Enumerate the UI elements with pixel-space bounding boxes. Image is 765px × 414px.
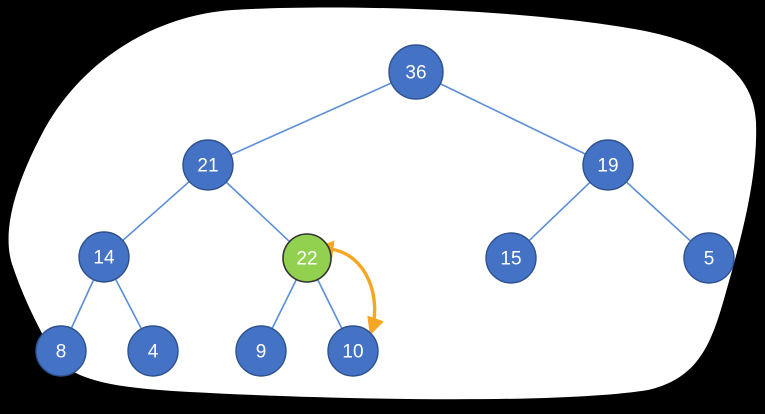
tree-edge-14-4 (114, 278, 143, 330)
tree-edge-14-8 (70, 279, 95, 329)
tree-node-9[interactable]: 9 (235, 325, 287, 377)
canvas-blob (8, 7, 757, 400)
node-label-5: 5 (704, 249, 715, 270)
tree-node-19[interactable]: 19 (582, 139, 634, 191)
node-circle-15[interactable] (485, 232, 537, 284)
tree-edge-36-21 (230, 82, 392, 156)
tree-node-15[interactable]: 15 (485, 232, 537, 284)
tree-node-36[interactable]: 36 (388, 44, 444, 100)
node-label-15: 15 (500, 249, 521, 270)
tree-node-5[interactable]: 5 (683, 232, 735, 284)
node-label-14: 14 (93, 248, 115, 269)
node-label-4: 4 (148, 342, 159, 363)
node-circle-14[interactable] (78, 231, 130, 283)
node-label-21: 21 (197, 156, 218, 177)
tree-edge-22-9 (271, 279, 298, 329)
tree-nodes: 36 21 19 14 22 15 5 8 4 9 10 (35, 44, 735, 377)
node-label-22: 22 (296, 249, 317, 270)
node-circle-36[interactable] (388, 44, 444, 100)
tree-node-21[interactable]: 21 (182, 139, 234, 191)
tree-node-4[interactable]: 4 (127, 325, 179, 377)
tree-edge-36-19 (439, 83, 586, 155)
node-circle-19[interactable] (582, 139, 634, 191)
node-circle-8[interactable] (35, 325, 87, 377)
swap-arrow-path (315, 240, 384, 336)
tree-edge-21-14 (122, 180, 190, 242)
node-label-36: 36 (405, 63, 426, 84)
tree-edge-19-5 (625, 181, 692, 242)
node-label-8: 8 (56, 342, 67, 363)
tree-node-22[interactable]: 22 (282, 233, 332, 283)
node-circle-5[interactable] (683, 232, 735, 284)
node-label-9: 9 (256, 342, 267, 363)
node-circle-22[interactable] (282, 233, 332, 283)
tree-edge-21-22 (225, 181, 291, 243)
tree-node-8[interactable]: 8 (35, 325, 87, 377)
tree-node-14[interactable]: 14 (78, 231, 130, 283)
node-label-19: 19 (597, 156, 618, 177)
node-circle-9[interactable] (235, 325, 287, 377)
node-label-10: 10 (342, 342, 363, 363)
node-circle-10[interactable] (327, 325, 379, 377)
swap-arrow (315, 240, 384, 336)
node-circle-21[interactable] (182, 139, 234, 191)
tree-edge-19-15 (528, 181, 591, 242)
node-circle-4[interactable] (127, 325, 179, 377)
tree-node-10[interactable]: 10 (327, 325, 379, 377)
